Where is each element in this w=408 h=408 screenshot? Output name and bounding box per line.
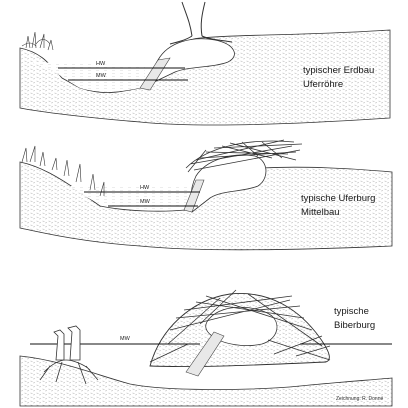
mw-label: MW	[120, 336, 131, 342]
caption-line-2: Uferröhre	[303, 79, 343, 90]
caption-line-2: Biberburg	[334, 320, 375, 331]
caption-line-1: typischer Erdbau	[303, 65, 374, 76]
reed-shrubs	[22, 32, 53, 50]
hw-label: HW	[96, 61, 106, 67]
caption-line-1: typische Uferburg	[301, 193, 375, 204]
panel-beaver-lodge: MW typische Biberburg Zeichnung: R. Donn…	[20, 290, 392, 406]
panel-earth-burrow: HW MW typischer Erdbau Uferröhre	[20, 2, 390, 125]
drawing-credit: Zeichnung: R. Donné	[336, 396, 383, 402]
hw-label: HW	[140, 185, 150, 191]
mw-label: MW	[140, 199, 151, 205]
panel-bank-lodge: HW MW typische Uferburg Mittelbau	[20, 140, 392, 250]
mw-label: MW	[96, 73, 107, 79]
caption-line-1: typische	[334, 306, 369, 317]
caption-line-2: Mittelbau	[301, 207, 340, 218]
